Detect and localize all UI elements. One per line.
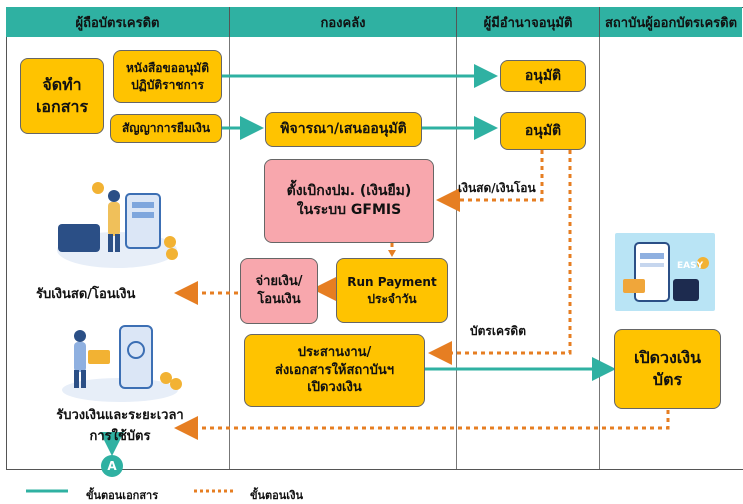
approval-letter-box: หนังสือขออนุมัติ ปฏิบัติราชการ [113,50,222,103]
legend-money-step: ขั้นตอนเงิน [250,489,303,502]
money-arrow-issuer-to-cardholder [174,410,670,440]
lane-header-cardholder: ผู้ถือบัตรเครดิต [6,7,230,37]
pay-transfer-box: จ่ายเงิน/ โอนเงิน [240,258,318,324]
run-payment-box: Run Payment ประจำวัน [336,258,448,323]
easy-payment-illustration: EASY [615,233,715,311]
money-arrow-approve-to-set [436,150,544,212]
credit-card-label: บัตรเครดิต [470,324,527,338]
wallet-phone-illustration [57,182,178,268]
loan-contract-box: สัญญาการยืมเงิน [110,114,222,143]
receive-limit-label: รับวงเงินและระยะเวลา การใช้บัตร [56,408,184,444]
money-arrow-approve-to-coordinate [428,150,572,365]
lane-header-card-issuer: สถาบันผู้ออกบัตรเครดิต [600,7,742,37]
legend-lines [26,489,236,493]
approve-box-2: อนุมัติ [500,112,586,150]
lane-divider [229,37,230,469]
coordinate-box: ประสานงาน/ ส่งเอกสารให้สถาบันฯ เปิดวงเงิ… [244,334,425,407]
prepare-documents-box: จัดทำ เอกสาร [20,58,104,134]
consider-propose-box: พิจารณา/เสนออนุมัติ [265,112,422,147]
easy-text: EASY [677,261,704,271]
card-terminal-illustration [62,325,182,402]
legend-document-step: ขั้นตอนเอกสาร [86,489,159,502]
approve-box-1: อนุมัติ [500,60,586,92]
open-credit-limit-box: เปิดวงเงิน บัตร [614,329,721,409]
set-disbursement-box: ตั้งเบิกงปม. (เงินยืม) ในระบบ GFMIS [264,159,434,243]
lane-header-approver: ผู้มีอำนาจอนุมัติ [457,7,600,37]
cash-transfer-label: เงินสด/เงินโอน [458,181,536,195]
lane-divider [456,37,457,469]
receive-cash-label: รับเงินสด/โอนเงิน [36,287,136,302]
connector-a: A [101,455,123,477]
lane-header-treasury: กองคลัง [230,7,457,37]
lane-divider [599,37,600,469]
